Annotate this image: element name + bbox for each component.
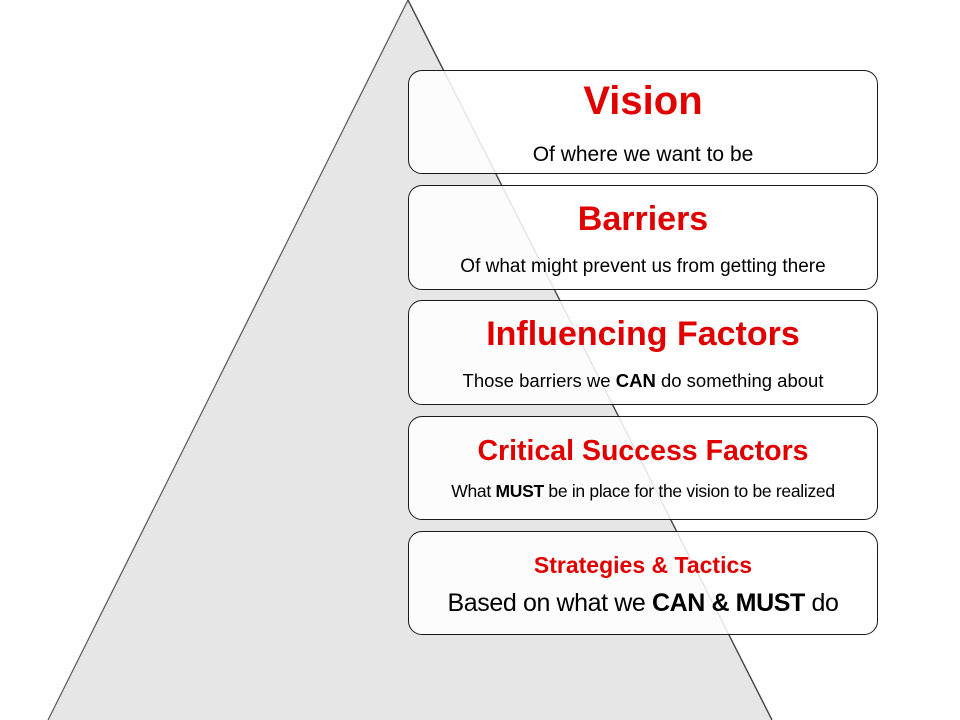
level-barriers-title: Barriers [577, 200, 709, 238]
level-critical-success-factors-title: Critical Success Factors [477, 435, 809, 467]
level-barriers-box: Barriers Of what might prevent us from g… [408, 185, 878, 290]
level-strategies-tactics-title: Strategies & Tactics [533, 552, 753, 578]
level-vision-title: Vision [583, 79, 703, 123]
level-critical-success-factors-subtitle: What MUST be in place for the vision to … [451, 481, 835, 501]
level-vision-box: Vision Of where we want to be [408, 70, 878, 174]
level-barriers-subtitle: Of what might prevent us from getting th… [460, 256, 826, 277]
level-critical-success-factors-box: Critical Success Factors What MUST be in… [408, 416, 878, 520]
level-strategies-tactics-subtitle: Based on what we CAN & MUST do [447, 589, 839, 617]
level-influencing-factors-title: Influencing Factors [486, 315, 800, 353]
level-strategies-tactics-box: Strategies & Tactics Based on what we CA… [408, 531, 878, 635]
level-influencing-factors-subtitle: Those barriers we CAN do something about [462, 370, 824, 391]
level-influencing-factors-box: Influencing Factors Those barriers we CA… [408, 300, 878, 405]
pyramid-left-edge [47, 0, 409, 720]
level-vision-subtitle: Of where we want to be [532, 143, 754, 166]
